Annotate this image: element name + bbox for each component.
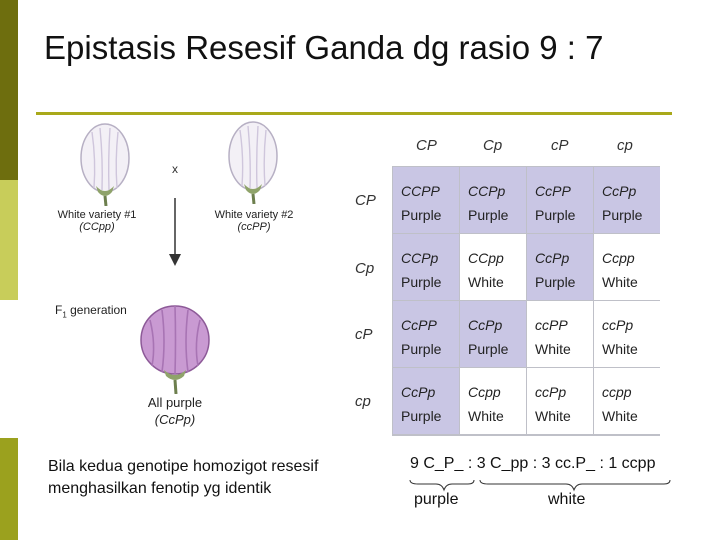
col-header: Cp — [483, 137, 502, 154]
white-group-label: white — [548, 491, 585, 509]
ratio-text: 9 C_P_ : 3 C_pp : 3 cc.P_ : 1 ccpp — [410, 455, 655, 473]
white-flower-icon — [218, 118, 288, 204]
cross-symbol: x — [172, 162, 178, 176]
accent-bar-bottom — [0, 438, 18, 540]
row-header: cP — [355, 326, 373, 343]
parent1-label: White variety #1(CCpp) — [56, 209, 138, 233]
slide-title: Epistasis Resesif Ganda dg rasio 9 : 7 — [44, 26, 684, 70]
accent-bar-middle — [0, 180, 18, 300]
f1-caption: All purple(CcPp) — [130, 394, 220, 428]
f1-generation-label: F1 generation — [55, 303, 127, 319]
caption-text: Bila kedua genotipe homozigot resesif me… — [48, 456, 378, 500]
col-header: CP — [416, 137, 437, 154]
accent-bar-top — [0, 0, 18, 180]
parent2-label: White variety #2(ccPP) — [212, 209, 296, 233]
purple-group-label: purple — [414, 491, 458, 509]
col-header: cP — [551, 137, 569, 154]
down-arrow-icon — [168, 198, 182, 268]
ratio-braces-icon — [408, 478, 674, 492]
white-flower-icon — [70, 120, 140, 206]
col-header: cp — [617, 137, 633, 154]
row-header: CP — [355, 192, 376, 209]
purple-flower-icon — [134, 300, 216, 394]
row-header: Cp — [355, 260, 374, 277]
title-underline — [36, 112, 672, 115]
row-header: cp — [355, 393, 371, 410]
